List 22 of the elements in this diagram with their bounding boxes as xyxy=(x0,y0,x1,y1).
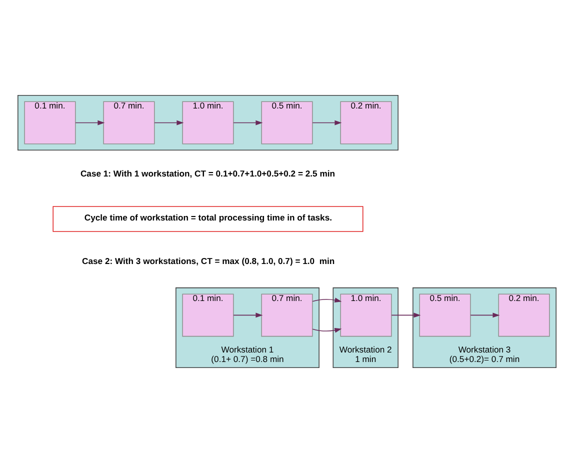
arrow xyxy=(312,120,342,126)
node-box: 0.5 min. xyxy=(419,294,471,337)
arrow xyxy=(233,312,263,318)
label: Case 2: With 3 workstations, CT = max (0.8, 1.0, 0.7) = 1.0 min xyxy=(82,256,335,266)
arrow xyxy=(233,120,263,126)
arrow xyxy=(75,120,105,126)
cluster xyxy=(18,95,398,151)
node-box: 0.1 min. xyxy=(182,294,234,337)
arrow xyxy=(312,298,342,333)
node-box: 0.2 min. xyxy=(340,101,392,144)
node-box: 0.2 min. xyxy=(498,294,550,337)
label: Case 1: With 1 workstation, CT = 0.1+0.7+1.0+0.5+0.2 = 2.5 min xyxy=(80,168,335,179)
arrow xyxy=(154,120,184,126)
node-box: 0.5 min. xyxy=(261,101,313,144)
node-box: 0.7 min. xyxy=(103,101,155,144)
node-box: 0.1 min. xyxy=(24,101,76,144)
node-box: 0.7 min. xyxy=(261,294,313,337)
node-box: Cycle time of workstation = total processing time in of tasks. xyxy=(52,206,364,232)
node-box: 1.0 min. xyxy=(182,101,234,144)
arrow xyxy=(470,312,500,318)
arrow xyxy=(391,312,421,318)
node-box: 1.0 min. xyxy=(340,294,392,337)
